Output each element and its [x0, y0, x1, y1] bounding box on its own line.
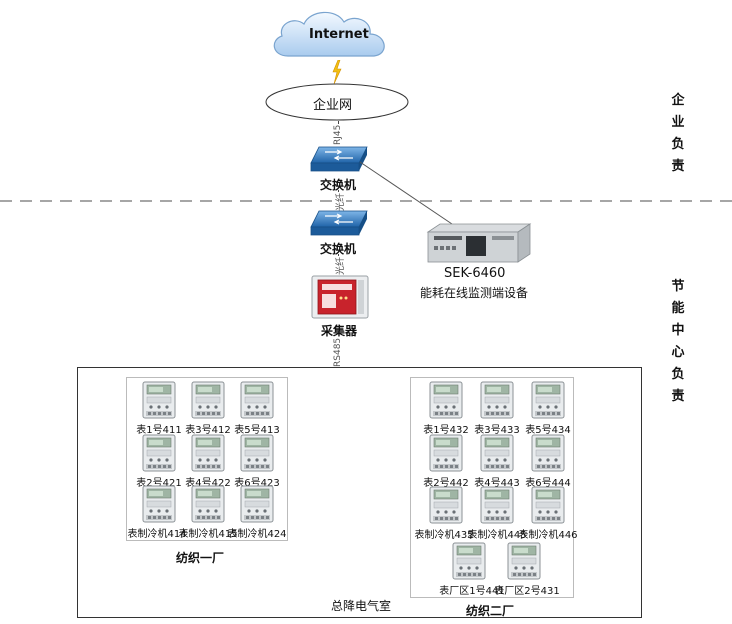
meter-icon: [142, 485, 176, 523]
meter-icon: [452, 542, 486, 580]
responsibility-divider: [0, 200, 732, 202]
meter-label: 表1号432: [423, 425, 469, 436]
meter-label: 表1号411: [136, 425, 182, 436]
meter-icon: [240, 381, 274, 419]
internet-label: Internet: [309, 27, 369, 42]
meter-label: 表制冷机435: [414, 530, 474, 541]
meter-label: 表4号422: [185, 478, 231, 489]
meter-icon: [531, 381, 565, 419]
factory2-label: 纺织二厂: [466, 604, 515, 618]
switch-icon: [310, 210, 368, 236]
link-rs485-label: RS485: [333, 336, 343, 368]
meter-icon: [191, 485, 225, 523]
collector-label: 采集器: [321, 324, 358, 338]
lightning-icon: [332, 60, 342, 84]
meter-icon: [191, 434, 225, 472]
meter-icon: [429, 434, 463, 472]
meter-label: 表5号413: [234, 425, 280, 436]
device-desc-label: 能耗在线监测端设备: [420, 286, 529, 300]
meter-label: 表6号444: [525, 478, 571, 489]
meter-icon: [480, 486, 514, 524]
meter-icon: [531, 434, 565, 472]
switch-icon: [310, 146, 368, 172]
meter-label: 表厂区2号431: [494, 586, 560, 597]
meter-icon: [531, 486, 565, 524]
meter-label: 表制冷机424: [227, 529, 287, 540]
device-model-label: SEK-6460: [444, 266, 506, 281]
link-rj45-label: RJ45: [333, 123, 343, 146]
meter-icon: [429, 381, 463, 419]
meter-label: 表厂区1号441: [439, 586, 505, 597]
switch2-label: 交换机: [320, 242, 357, 256]
meter-icon: [142, 434, 176, 472]
collector-icon: [311, 275, 369, 319]
enterprise-network-label: 企业网: [313, 98, 353, 113]
meter-icon: [480, 381, 514, 419]
meter-label: 表3号412: [185, 425, 231, 436]
meter-icon: [191, 381, 225, 419]
meter-icon: [480, 434, 514, 472]
meter-label: 表4号443: [474, 478, 520, 489]
meter-icon: [142, 381, 176, 419]
main-room-label: 总降电气室: [331, 599, 392, 613]
link-switch-to-device: [359, 161, 453, 225]
enterprise-network-ellipse: [265, 83, 409, 121]
enterprise-responsibility-label: 企业负责: [671, 93, 685, 174]
meter-label: 表制冷机446: [518, 530, 578, 541]
meter-label: 表制冷机414: [127, 529, 187, 540]
meter-icon: [507, 542, 541, 580]
meter-label: 表制冷机445: [467, 530, 527, 541]
meter-label: 表2号442: [423, 478, 469, 489]
factory1-label: 纺织一厂: [176, 551, 225, 565]
meter-icon: [429, 486, 463, 524]
meter-label: 表制冷机415: [178, 529, 238, 540]
meter-label: 表3号433: [474, 425, 520, 436]
monitoring-device-icon: [426, 223, 532, 263]
meter-label: 表5号434: [525, 425, 571, 436]
meter-icon: [240, 485, 274, 523]
meter-icon: [240, 434, 274, 472]
switch1-label: 交换机: [320, 178, 357, 192]
energy-center-responsibility-label: 节能中心负责: [671, 279, 685, 404]
internet-cloud-icon: [273, 11, 385, 57]
meter-label: 表6号423: [234, 478, 280, 489]
meter-label: 表2号421: [136, 478, 182, 489]
